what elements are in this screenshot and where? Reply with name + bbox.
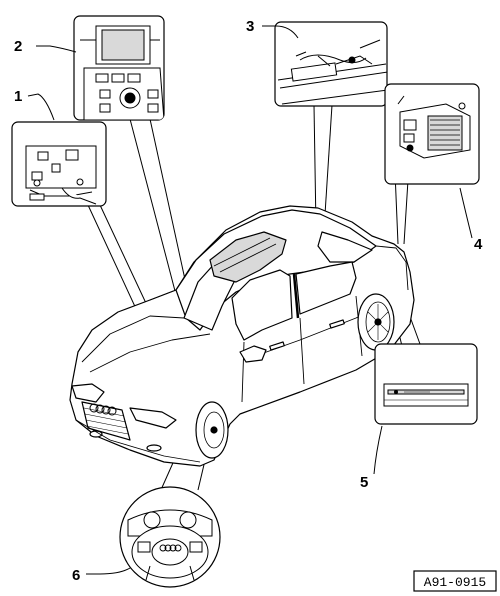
callout-3: 3 <box>246 18 254 35</box>
figure-id-box: A91-0915 <box>413 570 497 592</box>
car-front-side-window <box>231 269 293 341</box>
callout-6: 6 <box>72 567 80 584</box>
detail-view-5-rear-unit <box>374 343 478 425</box>
car-rear-side-window <box>295 261 357 315</box>
car-side-mirror <box>239 345 267 363</box>
car-illustration <box>69 205 415 467</box>
detail-view-4-amplifier <box>384 83 480 185</box>
car-rear-window <box>317 231 373 263</box>
car-front-wheel <box>195 401 229 459</box>
audi-rings-badge <box>89 403 117 416</box>
callout-pointers <box>27 25 473 575</box>
callout-2: 2 <box>14 38 22 55</box>
detail-view-3-roof-module <box>274 21 388 107</box>
car-rear-wheel <box>357 293 395 351</box>
figure-id-label: A91-0915 <box>424 575 486 590</box>
car-right-headlight <box>129 407 177 429</box>
detail-view-2-dashboard-display <box>73 15 165 121</box>
callout-1: 1 <box>14 88 22 105</box>
callout-4: 4 <box>474 236 483 253</box>
car-left-headlight <box>71 383 105 403</box>
car-hood <box>81 289 211 373</box>
detail-view-6-steering-wheel <box>119 486 221 588</box>
callout-5: 5 <box>360 474 368 491</box>
car-sunroof <box>209 231 287 283</box>
callout-labels: 1 2 3 4 5 6 <box>14 18 483 584</box>
detail-view-1-control-unit <box>11 121 107 207</box>
car-door-lines <box>241 295 381 403</box>
